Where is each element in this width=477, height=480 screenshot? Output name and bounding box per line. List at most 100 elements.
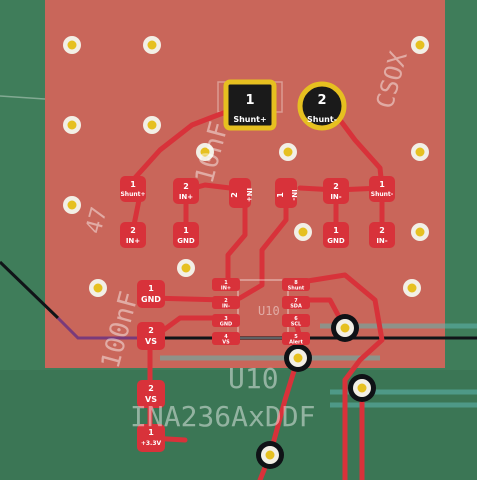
- silk-part-value: INA236AxDDF: [130, 400, 315, 433]
- ic-pin-1[interactable]: [212, 278, 240, 291]
- dark-line: [0, 260, 60, 320]
- pad-r-left-shunt[interactable]: [120, 176, 146, 202]
- trace-in-minus-ic: [237, 193, 289, 301]
- smd-pads: 1 Shunt+ 2 IN+ 2 IN+ 1 GND 2 IN+ 1 IN- 2…: [120, 176, 395, 452]
- pad-number: 1: [148, 284, 154, 293]
- pad-net: IN+: [179, 193, 193, 201]
- via-hole: [265, 450, 275, 460]
- pad-net: GND: [327, 237, 345, 245]
- via-hole: [67, 120, 77, 130]
- pad-number: 1: [130, 180, 136, 189]
- pad-r-vs-bottom[interactable]: [137, 424, 165, 452]
- pad-number: 2: [333, 182, 339, 191]
- pad-net: GND: [141, 295, 161, 304]
- ic-pin-number: 3: [224, 316, 228, 322]
- pad-number: 2: [148, 326, 154, 335]
- pad-net: GND: [177, 237, 195, 245]
- via-hole: [415, 147, 425, 157]
- via-group: [63, 36, 429, 469]
- via-hole: [200, 147, 210, 157]
- ic-pin-3[interactable]: [212, 314, 240, 327]
- outline-line: [0, 95, 46, 100]
- ic-pin-net: SDA: [290, 304, 302, 310]
- pad-net: +3.3V: [141, 440, 162, 447]
- trace-in-plus-ic: [225, 193, 248, 288]
- connector-pad-2-number: 2: [317, 93, 326, 108]
- connector-pad-1-net: Shunt+: [233, 115, 266, 124]
- via-hole: [93, 283, 103, 293]
- ic-pin-6[interactable]: [282, 314, 310, 327]
- pad-c-right-gnd[interactable]: [323, 222, 349, 248]
- via-hole: [283, 147, 293, 157]
- ic-pin-number: 7: [294, 298, 298, 304]
- ic-pin-net: IN+: [221, 286, 231, 292]
- connector-pad-1[interactable]: [223, 79, 277, 131]
- pad-net: Shunt+: [120, 191, 145, 198]
- connector-pad-1-number: 1: [245, 93, 254, 108]
- via-hole: [340, 323, 350, 333]
- pad-net: IN-: [290, 189, 298, 200]
- ic-pin-2[interactable]: [212, 296, 240, 309]
- pad-number: 2: [230, 192, 239, 198]
- pad-r-left-in[interactable]: [120, 222, 146, 248]
- pad-cap-vs[interactable]: [137, 322, 165, 350]
- ic-pin-number: 6: [294, 316, 298, 322]
- ic-pin-number: 1: [224, 280, 228, 286]
- pad-c-left-gnd[interactable]: [173, 222, 199, 248]
- via-hole: [298, 227, 308, 237]
- pad-net: IN+: [126, 237, 140, 245]
- ic-pin-net: IN-: [222, 304, 230, 310]
- board-lower-band: [0, 370, 477, 480]
- pad-number: 1: [333, 226, 339, 235]
- pad-cap-gnd[interactable]: [137, 280, 165, 308]
- via-hole: [415, 227, 425, 237]
- pad-number: 1: [148, 428, 154, 437]
- ic-pin-7[interactable]: [282, 296, 310, 309]
- via-hole: [357, 383, 367, 393]
- pad-number: 2: [130, 226, 136, 235]
- pad-number: 1: [183, 226, 189, 235]
- pad-number: 2: [148, 384, 154, 393]
- ic-pin-net: VS: [222, 340, 230, 346]
- pad-vert-in-minus[interactable]: [275, 178, 297, 208]
- ic-pin-4[interactable]: [212, 332, 240, 345]
- pad-net: Shunt-: [371, 191, 394, 198]
- trace-right-1: [292, 272, 385, 383]
- pad-net: VS: [145, 395, 157, 404]
- pad-c-left-in[interactable]: [173, 178, 199, 204]
- pad-number: 2: [183, 182, 189, 191]
- via-hole: [67, 200, 77, 210]
- ic-pin-8[interactable]: [282, 278, 310, 291]
- via-hole: [147, 120, 157, 130]
- via-hole: [147, 40, 157, 50]
- purple-line: [56, 316, 150, 340]
- ic-pin-number: 5: [294, 334, 298, 340]
- via-hole: [415, 40, 425, 50]
- ic-pin-number: 4: [224, 334, 228, 340]
- ic-ref-label: U10: [258, 304, 280, 318]
- connector-pad-2-net: Shunt-: [307, 115, 337, 124]
- connector-j: 1 Shunt+ 2 Shunt-: [223, 79, 347, 131]
- via-hole: [67, 40, 77, 50]
- pad-vert-in-plus[interactable]: [229, 178, 251, 208]
- pad-r-right-shunt[interactable]: [369, 176, 395, 202]
- pad-c-right-in[interactable]: [323, 178, 349, 204]
- pad-number: 1: [379, 180, 385, 189]
- ic-pin-net: Alert: [289, 340, 303, 346]
- pad-number: 1: [276, 192, 285, 198]
- ic-pin-net: SCL: [291, 322, 302, 328]
- pad-net: IN+: [245, 188, 253, 202]
- via-hole: [407, 283, 417, 293]
- ic-pin-net: GND: [220, 322, 232, 328]
- pad-r-right-in[interactable]: [369, 222, 395, 248]
- pad-net: VS: [145, 337, 157, 346]
- pad-net: IN-: [376, 237, 387, 245]
- pad-r-vs-top[interactable]: [137, 380, 165, 408]
- dark-lines: [0, 260, 477, 340]
- ic-pin-number: 8: [294, 280, 298, 286]
- ic-pin-5[interactable]: [282, 332, 310, 345]
- connector-pad-2[interactable]: [297, 81, 347, 131]
